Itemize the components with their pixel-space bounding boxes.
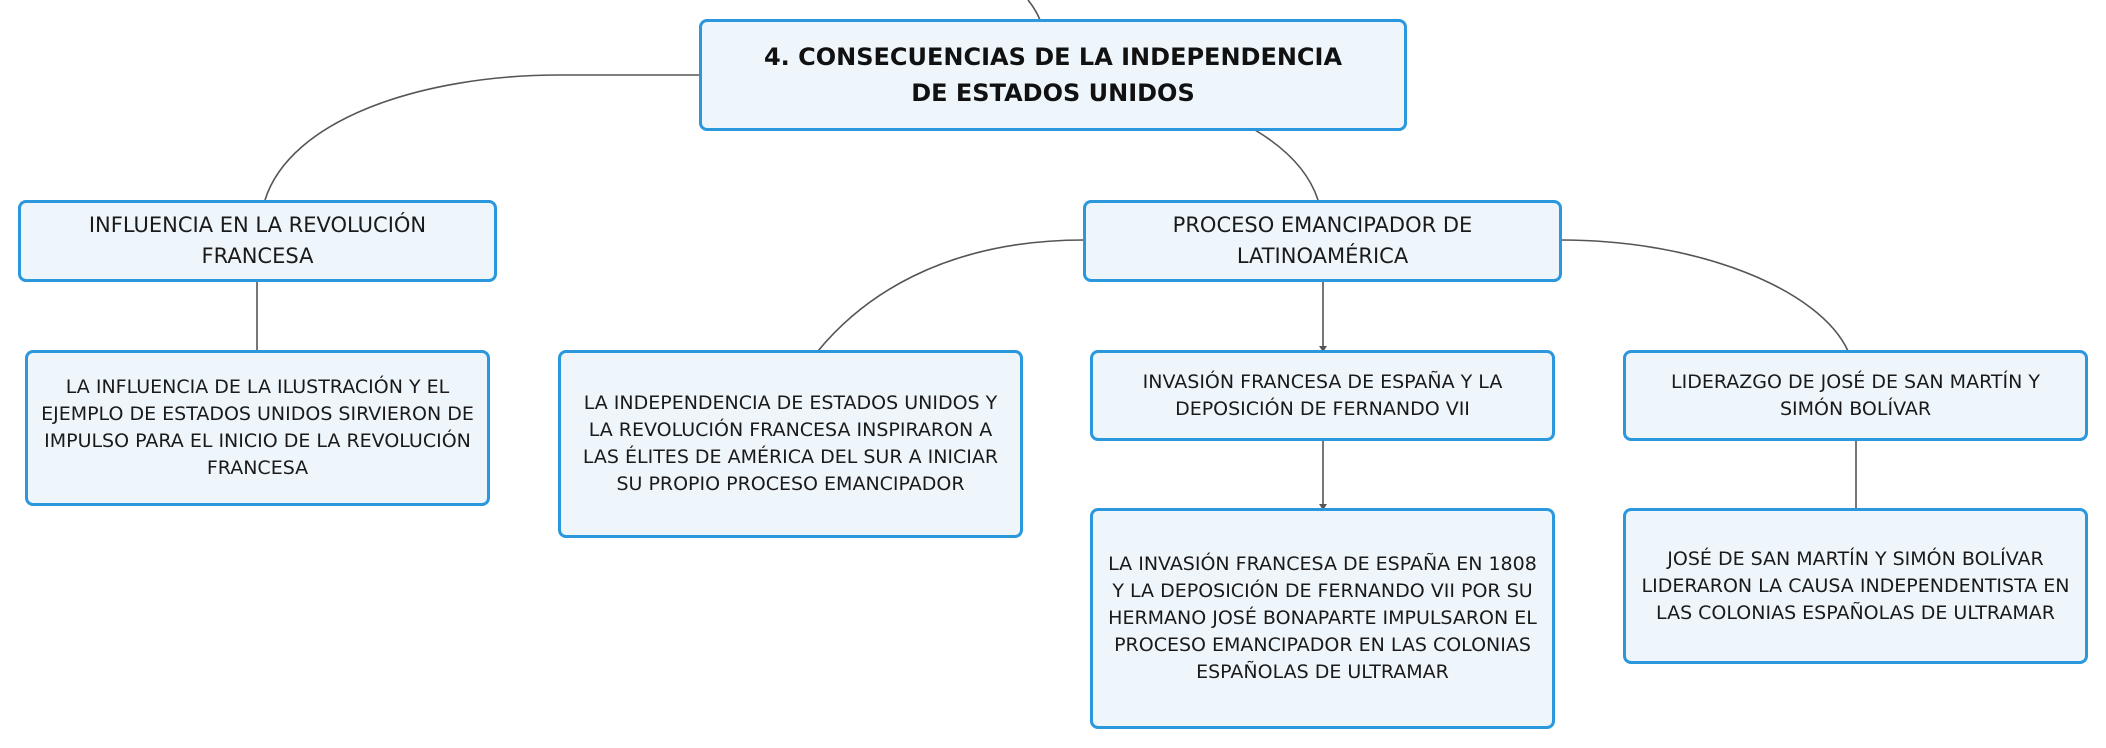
central-topic-title: 4. CONSECUENCIAS DE LA INDEPENDENCIA DE … <box>763 43 1343 107</box>
detail-san-martin-bolivar[interactable]: JOSÉ DE SAN MARTÍN Y SIMÓN BOLÍVAR LIDER… <box>1623 508 2088 664</box>
connector-arrowhead <box>1319 346 1327 352</box>
detail-text: JOSÉ DE SAN MARTÍN Y SIMÓN BOLÍVAR LIDER… <box>1641 547 2070 624</box>
connector-proceso-to-liderazgo <box>1560 239 1849 352</box>
detail-text: LA INVASIÓN FRANCESA DE ESPAÑA EN 1808 Y… <box>1108 553 1537 683</box>
topic-label: PROCESO EMANCIPADOR DE LATINOAMÉRICA <box>1172 213 1473 268</box>
connector-arrowhead <box>1319 504 1327 510</box>
subtopic-text: INVASIÓN FRANCESA DE ESPAÑA Y LA DEPOSIC… <box>1142 370 1503 420</box>
topic-influencia-revolucion-francesa[interactable]: INFLUENCIA EN LA REVOLUCIÓN FRANCESA <box>18 200 497 282</box>
topic-label: INFLUENCIA EN LA REVOLUCIÓN FRANCESA <box>88 213 427 268</box>
connector-root-parent <box>1027 0 1041 21</box>
central-topic[interactable]: 4. CONSECUENCIAS DE LA INDEPENDENCIA DE … <box>699 19 1407 131</box>
subtopic-text: LA INDEPENDENCIA DE ESTADOS UNIDOS Y LA … <box>582 392 999 495</box>
topic-proceso-emancipador[interactable]: PROCESO EMANCIPADOR DE LATINOAMÉRICA <box>1083 200 1562 282</box>
subtopic-liderazgo[interactable]: LIDERAZGO DE JOSÉ DE SAN MARTÍN Y SIMÓN … <box>1623 350 2088 441</box>
subtopic-text: LA INFLUENCIA DE LA ILUSTRACIÓN Y EL EJE… <box>41 376 474 479</box>
detail-invasion-1808[interactable]: LA INVASIÓN FRANCESA DE ESPAÑA EN 1808 Y… <box>1090 508 1555 729</box>
subtopic-text: LIDERAZGO DE JOSÉ DE SAN MARTÍN Y SIMÓN … <box>1671 370 2040 420</box>
connector-root-to-influencia <box>264 74 700 201</box>
connector-proceso-to-elites <box>817 239 1085 352</box>
subtopic-invasion-francesa[interactable]: INVASIÓN FRANCESA DE ESPAÑA Y LA DEPOSIC… <box>1090 350 1555 441</box>
subtopic-elites-america-del-sur[interactable]: LA INDEPENDENCIA DE ESTADOS UNIDOS Y LA … <box>558 350 1023 538</box>
subtopic-influencia-ilustracion[interactable]: LA INFLUENCIA DE LA ILUSTRACIÓN Y EL EJE… <box>25 350 490 506</box>
connector-root-to-proceso <box>1254 129 1319 201</box>
